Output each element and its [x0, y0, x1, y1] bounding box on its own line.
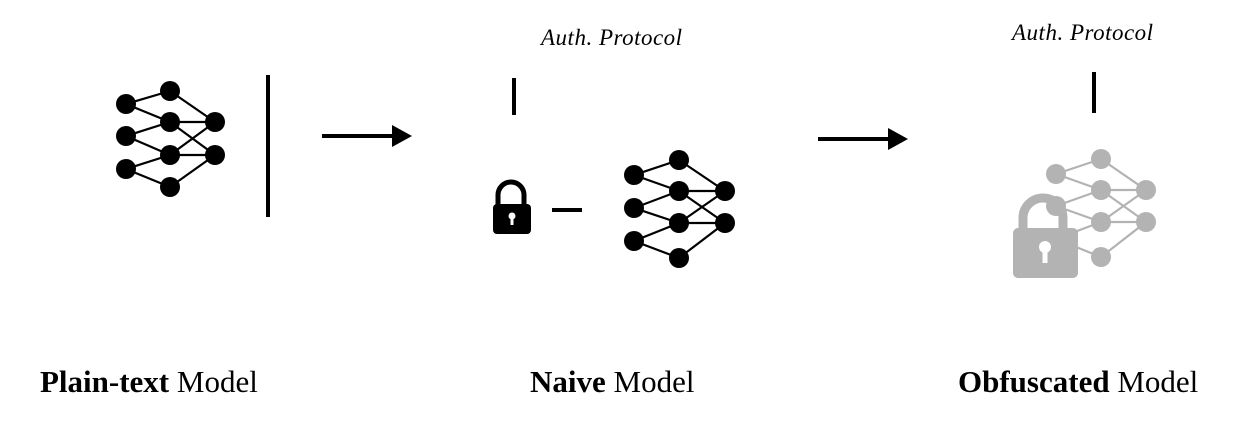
naive-caption-bold: Naive [530, 364, 606, 399]
plaintext-model-caption: Plain-text Model [40, 364, 258, 400]
obfuscated-protocol-label: Auth. Protocol [1012, 20, 1154, 45]
naive-network-icon [624, 150, 735, 268]
lock-icon [493, 179, 531, 234]
obfuscated-caption-rest: Model [1109, 364, 1199, 399]
naive-model-caption: Naive Model [530, 364, 694, 400]
lock-icon [1013, 193, 1078, 278]
plaintext-network-icon [116, 81, 225, 197]
plaintext-caption-bold: Plain-text [40, 364, 170, 399]
plaintext-caption-rest: Model [169, 364, 258, 399]
naive-protocol-label: Auth. Protocol [541, 25, 683, 50]
obfuscated-model-caption: Obfuscated Model [958, 364, 1198, 400]
arrow-right-icon [322, 125, 412, 147]
naive-caption-rest: Model [605, 364, 695, 399]
obfuscated-caption-bold: Obfuscated [958, 364, 1110, 399]
arrow-right-icon [818, 128, 908, 150]
